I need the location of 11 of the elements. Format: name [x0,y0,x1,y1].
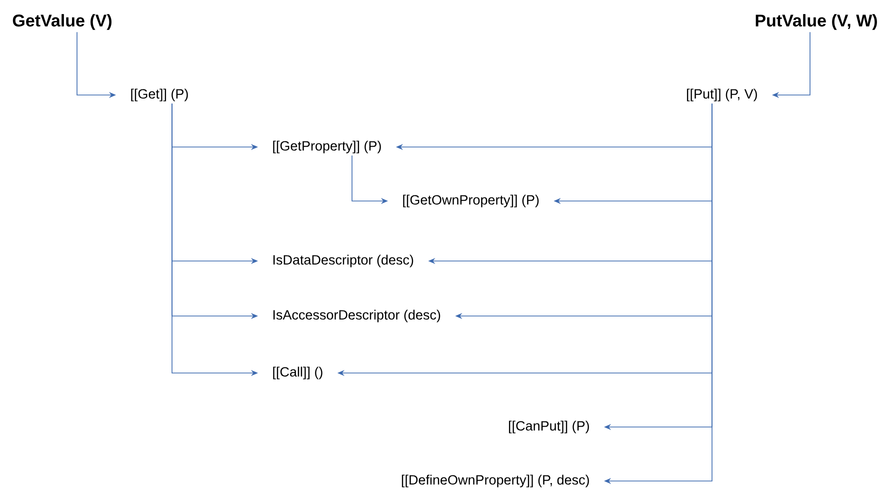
heading: PutValue (V, W) [756,14,877,30]
function-label: [[Put]] (P, V) [687,88,757,102]
function-label: IsDataDescriptor (desc) [273,254,414,268]
function-label: IsAccessorDescriptor (desc) [273,310,440,322]
function-label: [[Call]] () [273,366,322,380]
function-label: [[Get]] (P) [131,88,188,102]
function-label: [[GetOwnProperty]] (P) [403,194,539,208]
function-label: [[DefineOwnProperty]] (P, desc) [402,474,589,488]
heading: GetValue (V) [12,14,112,30]
function-label: [[CanPut]] (P) [509,420,589,434]
function-label: [[GetProperty]] (P) [273,140,381,154]
